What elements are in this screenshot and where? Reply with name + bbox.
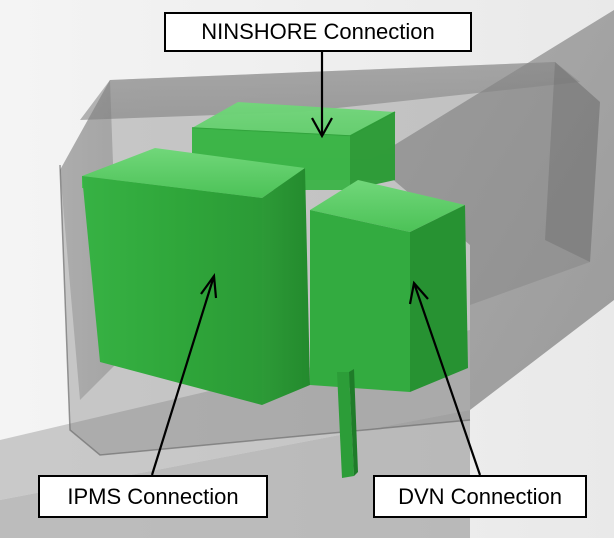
dvn-arrowhead [408, 280, 429, 305]
connection-arrows [150, 52, 482, 476]
support-post-side [349, 369, 358, 476]
dvn-module-front [310, 210, 410, 392]
walkway-right [370, 10, 614, 410]
ninshore-module-side [350, 112, 395, 190]
ipms-module-side [262, 168, 310, 405]
ipms-connection-label: IPMS Connection [38, 475, 268, 518]
ninshore-connection-label: NINSHORE Connection [164, 12, 472, 52]
dvn-connection-label: DVN Connection [373, 475, 587, 518]
enclosure-right-wall [545, 62, 600, 262]
dvn-module-side [410, 205, 468, 392]
ipms-module-top [82, 148, 305, 198]
dvn-module-top [310, 180, 465, 232]
ninshore-arrowhead [311, 117, 333, 139]
support-post [337, 372, 354, 478]
enclosure-edge [59, 164, 471, 456]
ipms-arrow [150, 275, 216, 476]
ipms-arrowhead [200, 272, 218, 299]
dvn-arrow [412, 282, 482, 476]
enclosure-top [80, 62, 580, 120]
ipms-module-front [82, 176, 262, 405]
